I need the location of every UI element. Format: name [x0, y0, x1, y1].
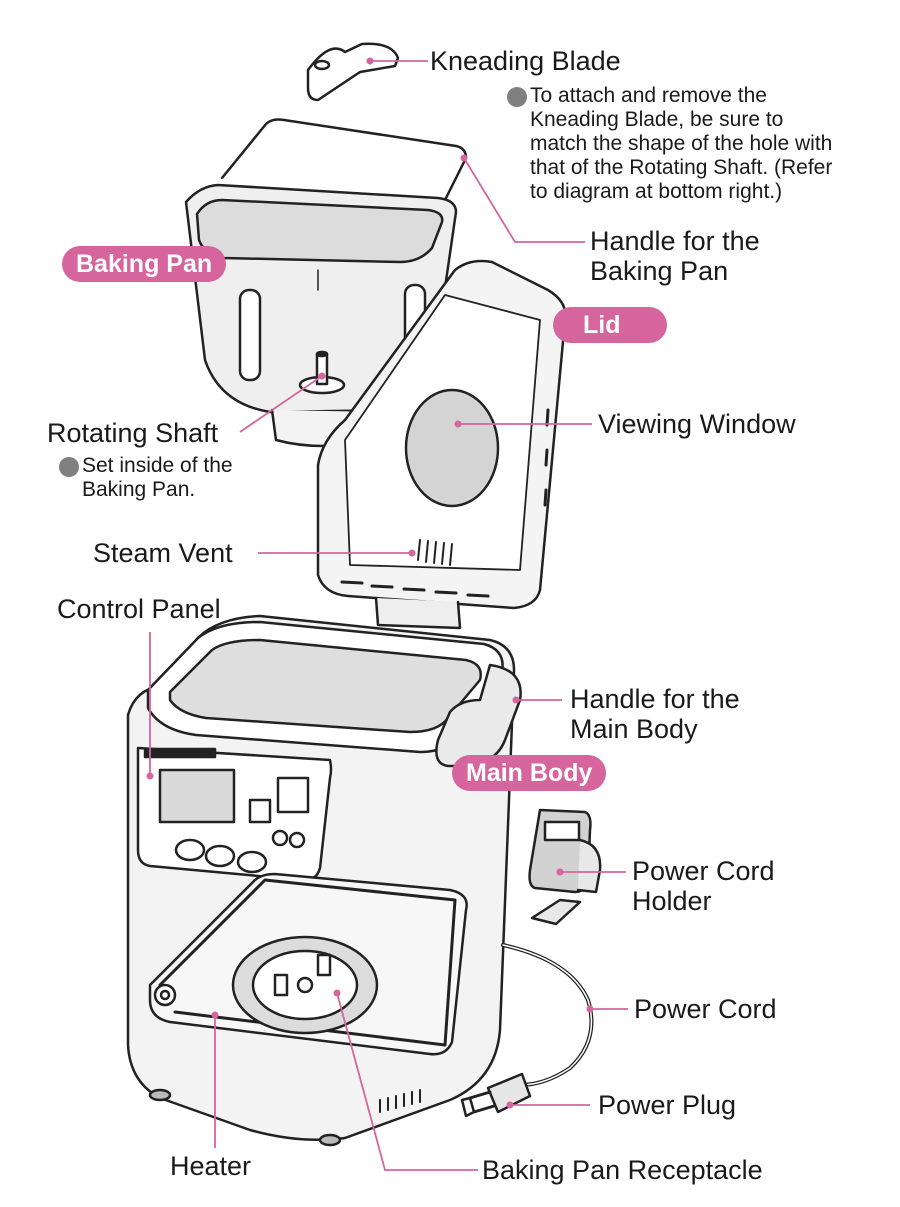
label-power-cord-holder: Power Cord Holder — [632, 856, 775, 916]
baking-pan-illustration — [184, 118, 468, 448]
leader-dots — [146, 57, 594, 1109]
lid-pill: Lid — [553, 307, 667, 343]
lid-illustration — [316, 259, 567, 630]
baking-pan-pill: Baking Pan — [62, 246, 227, 282]
label-power-cord: Power Cord — [634, 994, 777, 1024]
label-handle-baking-pan: Handle for the Baking Pan — [590, 226, 760, 286]
label-handle-main-body: Handle for the Main Body — [570, 684, 740, 744]
power-plug-illustration — [460, 1072, 532, 1118]
power-cord-illustration — [501, 943, 594, 1087]
label-baking-pan-receptacle: Baking Pan Receptacle — [482, 1155, 763, 1185]
leader-lines — [149, 60, 628, 1171]
note-rotating-shaft: Set inside of the Baking Pan. — [82, 454, 233, 501]
label-kneading-blade: Kneading Blade — [430, 46, 621, 76]
note-bullet-icon — [507, 87, 527, 107]
note-kneading-blade: To attach and remove the Kneading Blade,… — [530, 84, 833, 203]
label-power-plug: Power Plug — [598, 1090, 737, 1120]
leader-rotating-shaft — [239, 375, 323, 433]
note-bullet-icon — [59, 457, 79, 477]
kneading-blade-illustration — [306, 42, 400, 102]
main-body-illustration — [126, 614, 522, 1147]
leader-handle-baking-pan — [463, 157, 585, 243]
main-body-pill: Main Body — [452, 755, 607, 791]
label-viewing-window: Viewing Window — [598, 409, 796, 439]
label-control-panel: Control Panel — [57, 594, 221, 624]
power-cord-holder-illustration — [528, 808, 602, 926]
label-heater: Heater — [170, 1151, 252, 1181]
leader-baking-pan-receptacle — [336, 992, 478, 1171]
label-rotating-shaft: Rotating Shaft — [47, 418, 219, 448]
label-steam-vent: Steam Vent — [93, 538, 233, 568]
